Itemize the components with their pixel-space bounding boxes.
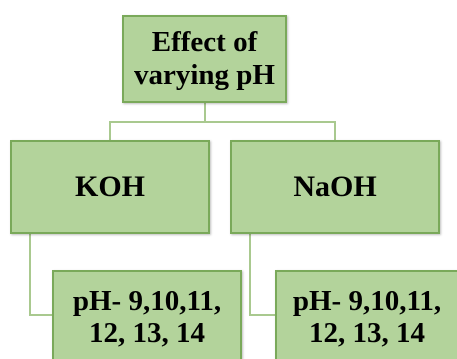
root-node-label: Effect of varying pH	[134, 26, 275, 91]
naoh-node: NaOH	[230, 140, 440, 234]
connector-koh-to-detail	[29, 234, 52, 316]
naoh-ph-node-label: pH- 9,10,11, 12, 13, 14	[292, 284, 442, 349]
connector-root-to-branches	[109, 103, 336, 140]
koh-ph-node: pH- 9,10,11, 12, 13, 14	[52, 270, 242, 359]
connector-naoh-to-detail	[249, 234, 275, 316]
naoh-ph-node: pH- 9,10,11, 12, 13, 14	[275, 270, 457, 359]
root-node: Effect of varying pH	[122, 15, 287, 103]
koh-node-label: KOH	[74, 170, 145, 203]
koh-node: KOH	[10, 140, 210, 234]
koh-ph-node-label: pH- 9,10,11, 12, 13, 14	[72, 284, 222, 349]
naoh-node-label: NaOH	[293, 170, 377, 203]
